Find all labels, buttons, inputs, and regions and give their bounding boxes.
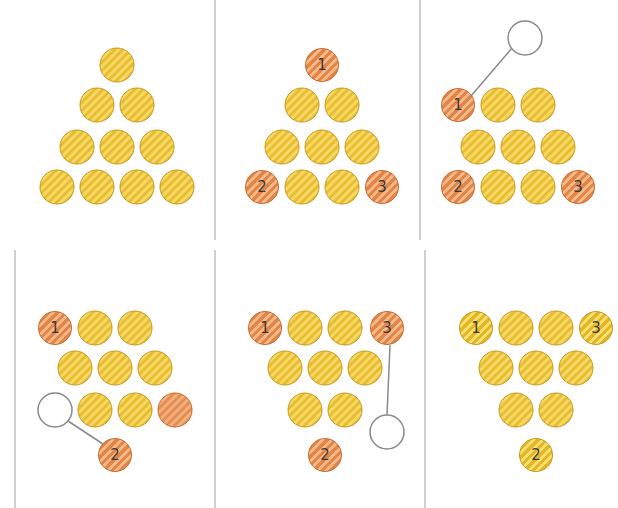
gold-coins: [40, 48, 593, 427]
numbered-coin: 2: [245, 170, 279, 204]
empty-spot: [508, 21, 542, 55]
panel-divider: [14, 250, 16, 508]
panel-divider: [424, 250, 426, 508]
numbered-coin: 3: [561, 170, 595, 204]
coin: [328, 311, 362, 345]
coin: [501, 130, 535, 164]
coin: [325, 170, 359, 204]
coin: [521, 88, 555, 122]
coin: [305, 130, 339, 164]
coin: [345, 130, 379, 164]
coin-number: 3: [377, 180, 387, 195]
coin: [268, 351, 302, 385]
coin-number: 1: [50, 321, 60, 336]
numbered-coin: 3: [579, 311, 613, 345]
coin-number: 3: [382, 321, 392, 336]
move-lines: [68, 48, 512, 444]
coin: [521, 170, 555, 204]
coin-number: 2: [257, 180, 267, 195]
coin-number: 2: [453, 180, 463, 195]
coin: [285, 88, 319, 122]
coin: [481, 88, 515, 122]
numbered-coin: 1: [459, 311, 493, 345]
numbered-coin: 3: [370, 311, 404, 345]
coin: [285, 170, 319, 204]
coin: [559, 351, 593, 385]
coin-number: 1: [317, 58, 327, 73]
coin: [118, 311, 152, 345]
numbered-coin: 3: [365, 170, 399, 204]
coin: [541, 130, 575, 164]
numbered-coin: 1: [305, 48, 339, 82]
marked-coin: [158, 393, 192, 427]
coin: [328, 393, 362, 427]
coin: [288, 393, 322, 427]
coin: [120, 170, 154, 204]
panel-divider: [214, 0, 216, 240]
coin: [265, 130, 299, 164]
numbered-coin: 1: [441, 88, 475, 122]
coin: [461, 130, 495, 164]
coin: [288, 311, 322, 345]
coin-number: 3: [591, 321, 601, 336]
empty-spot: [370, 415, 404, 449]
coin-number: 1: [471, 321, 481, 336]
coin-number: 2: [531, 448, 541, 463]
coin-number: 2: [110, 448, 120, 463]
numbered-coin: 2: [519, 438, 553, 472]
coin: [80, 88, 114, 122]
coin: [120, 88, 154, 122]
coin-number: 1: [453, 98, 463, 113]
coin: [160, 170, 194, 204]
numbered-coin: 2: [98, 438, 132, 472]
empty-spot: [38, 393, 72, 427]
coin: [308, 351, 342, 385]
coin: [98, 351, 132, 385]
coin-number: 2: [320, 448, 330, 463]
numbered-coin: 1: [248, 311, 282, 345]
coin: [325, 88, 359, 122]
coin: [60, 130, 94, 164]
coin: [479, 351, 513, 385]
numbered-coin: 2: [441, 170, 475, 204]
panel-divider: [214, 250, 216, 508]
coin: [118, 393, 152, 427]
coin: [539, 393, 573, 427]
coin: [138, 351, 172, 385]
coin: [539, 311, 573, 345]
coin: [78, 311, 112, 345]
panel-dividers: [15, 0, 425, 508]
coin: [499, 311, 533, 345]
panel-divider: [419, 0, 421, 240]
coin: [40, 170, 74, 204]
coin: [348, 351, 382, 385]
coin: [499, 393, 533, 427]
coin: [519, 351, 553, 385]
coin: [100, 130, 134, 164]
coin: [58, 351, 92, 385]
coin: [80, 170, 114, 204]
coin: [100, 48, 134, 82]
coin-number: 3: [573, 180, 583, 195]
coin: [140, 130, 174, 164]
coin: [481, 170, 515, 204]
move-line: [387, 345, 390, 415]
numbered-coin: 1: [38, 311, 72, 345]
numbered-coin: 2: [308, 438, 342, 472]
coin-number: 1: [260, 321, 270, 336]
empty-spots: [38, 21, 542, 449]
coin: [78, 393, 112, 427]
